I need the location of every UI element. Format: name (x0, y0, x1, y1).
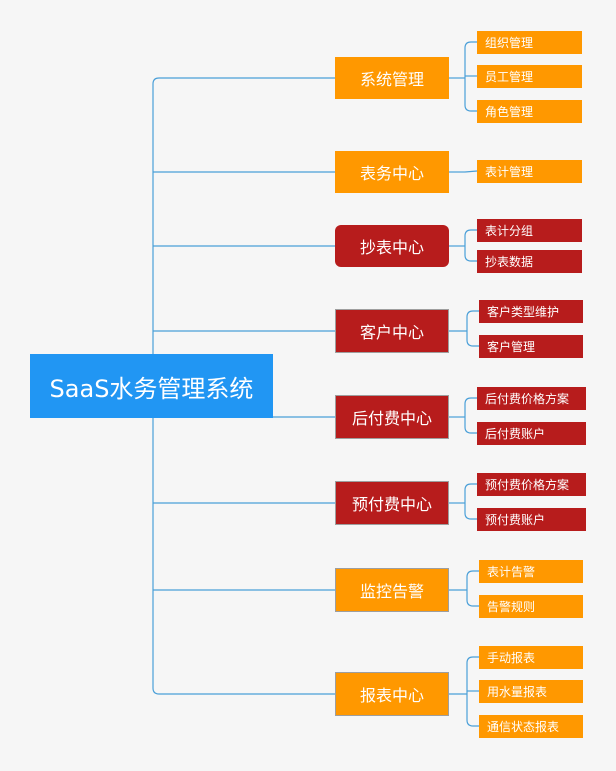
leaf-label: 预付费账户 (485, 513, 546, 527)
leaf-meter-management[interactable]: 表计管理 (477, 160, 582, 183)
branch-customer-center[interactable]: 客户中心 (335, 309, 449, 353)
branch-meter-center[interactable]: 表务中心 (335, 151, 449, 193)
leaf-connector (464, 229, 477, 237)
leaf-postpaid-account[interactable]: 后付费账户 (477, 422, 586, 445)
leaf-label: 客户类型维护 (487, 305, 560, 319)
leaf-prepaid-account[interactable]: 预付费账户 (477, 508, 586, 531)
leaf-label: 员工管理 (485, 70, 534, 84)
leaf-connector (466, 570, 479, 578)
leaf-label: 角色管理 (485, 105, 534, 119)
leaf-staff-management[interactable]: 员工管理 (477, 65, 582, 88)
leaf-communication-status-report[interactable]: 通信状态报表 (479, 715, 583, 738)
leaf-customer-type[interactable]: 客户类型维护 (479, 300, 583, 323)
root-node[interactable]: SaaS水务管理系统 (30, 354, 273, 418)
branch-prepaid-center[interactable]: 预付费中心 (335, 481, 449, 525)
leaf-water-usage-report[interactable]: 用水量报表 (479, 680, 583, 703)
leaf-label: 表计告警 (487, 565, 536, 579)
branch-label: 报表中心 (359, 686, 424, 705)
leaf-label: 告警规则 (487, 600, 536, 614)
leaf-org-management[interactable]: 组织管理 (477, 31, 582, 54)
leaf-connector (464, 104, 477, 112)
leaf-label: 用水量报表 (487, 685, 548, 699)
branch-postpaid-center[interactable]: 后付费中心 (335, 395, 449, 439)
leaf-connector (466, 339, 479, 347)
branch-label: 表务中心 (359, 164, 424, 183)
leaf-connector (466, 310, 479, 318)
branch-system-management[interactable]: 系统管理 (335, 57, 449, 99)
branch-reading-center[interactable]: 抄表中心 (335, 225, 449, 267)
branch-label: 系统管理 (359, 70, 424, 89)
leaf-label: 后付费价格方案 (485, 392, 570, 406)
leaf-connector (464, 426, 477, 434)
leaf-connector (464, 41, 477, 49)
leaf-connector (464, 254, 477, 262)
leaf-reading-data[interactable]: 抄表数据 (477, 250, 582, 273)
leaf-connector (466, 719, 479, 727)
leaf-connector (464, 483, 477, 491)
branch-monitoring-alarm[interactable]: 监控告警 (335, 568, 449, 612)
branch-label: 客户中心 (359, 323, 424, 342)
leaf-alarm-rules[interactable]: 告警规则 (479, 595, 583, 618)
leaf-connector (464, 397, 477, 405)
branch-connector (152, 77, 335, 85)
leaf-label: 后付费账户 (485, 427, 546, 441)
leaf-label: 表计分组 (485, 224, 534, 238)
leaf-manual-report[interactable]: 手动报表 (479, 646, 583, 669)
leaf-label: 抄表数据 (485, 255, 534, 269)
leaf-meter-grouping[interactable]: 表计分组 (477, 219, 582, 242)
leaf-label: 通信状态报表 (487, 720, 560, 734)
leaf-role-management[interactable]: 角色管理 (477, 100, 582, 123)
leaf-label: 表计管理 (485, 165, 534, 179)
branch-label: 监控告警 (359, 582, 424, 601)
leaf-customer-management[interactable]: 客户管理 (479, 335, 583, 358)
branch-label: 抄表中心 (359, 238, 424, 257)
leaf-label: 预付费价格方案 (485, 478, 570, 492)
branch-report-center[interactable]: 报表中心 (335, 672, 449, 716)
leaf-connector (466, 656, 479, 664)
branch-connector (152, 687, 335, 695)
leaf-connector (466, 599, 479, 607)
leaf-postpaid-price-plan[interactable]: 后付费价格方案 (477, 387, 586, 410)
branch-label: 后付费中心 (351, 409, 432, 428)
leaf-prepaid-price-plan[interactable]: 预付费价格方案 (477, 473, 586, 496)
root-label: SaaS水务管理系统 (49, 374, 254, 403)
leaf-label: 组织管理 (485, 36, 534, 50)
branch-label: 预付费中心 (351, 495, 432, 514)
leaf-connector (464, 170, 478, 173)
leaf-label: 客户管理 (487, 340, 536, 354)
leaf-label: 手动报表 (487, 651, 536, 665)
leaf-meter-alarm[interactable]: 表计告警 (479, 560, 583, 583)
leaf-connector (464, 512, 477, 520)
